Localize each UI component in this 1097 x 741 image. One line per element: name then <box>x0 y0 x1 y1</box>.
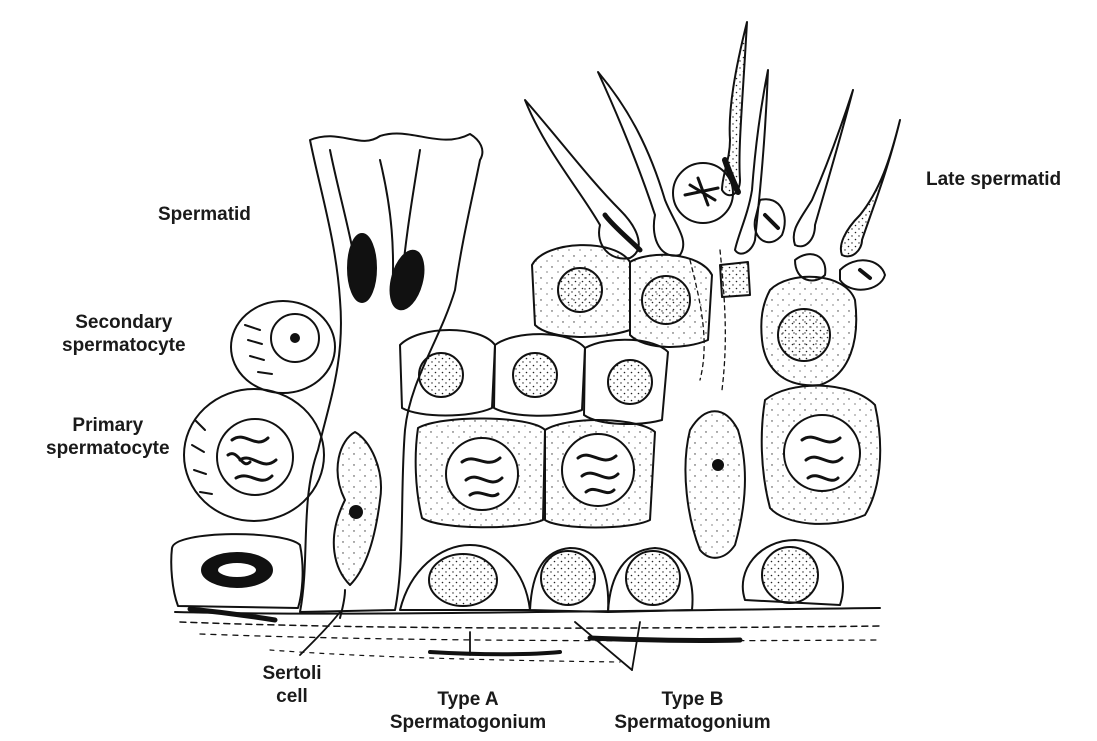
label-primary-spermatocyte: Primary spermatocyte <box>46 414 170 460</box>
label-primary-line1: Primary <box>46 414 170 437</box>
label-spermatid: Spermatid <box>158 203 251 226</box>
label-sertoli-cell: Sertoli cell <box>252 662 332 708</box>
label-type-a-line2: Spermatogonium <box>368 711 568 734</box>
primary-spermatocyte-cell <box>184 389 324 521</box>
label-type-b-line1: Type B <box>590 688 795 711</box>
label-secondary-spermatocyte: Secondary spermatocyte <box>62 311 186 357</box>
label-type-b-line2: Spermatogonium <box>590 711 795 734</box>
dark-nucleus-cell <box>171 534 302 608</box>
label-secondary-line1: Secondary <box>62 311 186 334</box>
label-spermatid-text: Spermatid <box>158 203 251 226</box>
label-late-spermatid: Late spermatid <box>926 168 1061 191</box>
primary-spermatocyte-row <box>416 386 881 528</box>
spermatogonia-row <box>400 540 843 612</box>
label-type-a-spermatogonium: Type A Spermatogonium <box>368 688 568 734</box>
round-spermatid-cluster <box>532 245 856 385</box>
label-secondary-line2: spermatocyte <box>62 334 186 357</box>
label-late-spermatid-text: Late spermatid <box>926 168 1061 191</box>
label-sertoli-line1: Sertoli <box>252 662 332 685</box>
label-sertoli-line2: cell <box>252 685 332 708</box>
middle-row-cells <box>400 330 668 424</box>
label-primary-line2: spermatocyte <box>46 437 170 460</box>
label-type-a-line1: Type A <box>368 688 568 711</box>
basement-membrane <box>175 608 880 662</box>
label-type-b-spermatogonium: Type B Spermatogonium <box>590 688 795 734</box>
secondary-spermatocyte-cell <box>231 301 335 393</box>
